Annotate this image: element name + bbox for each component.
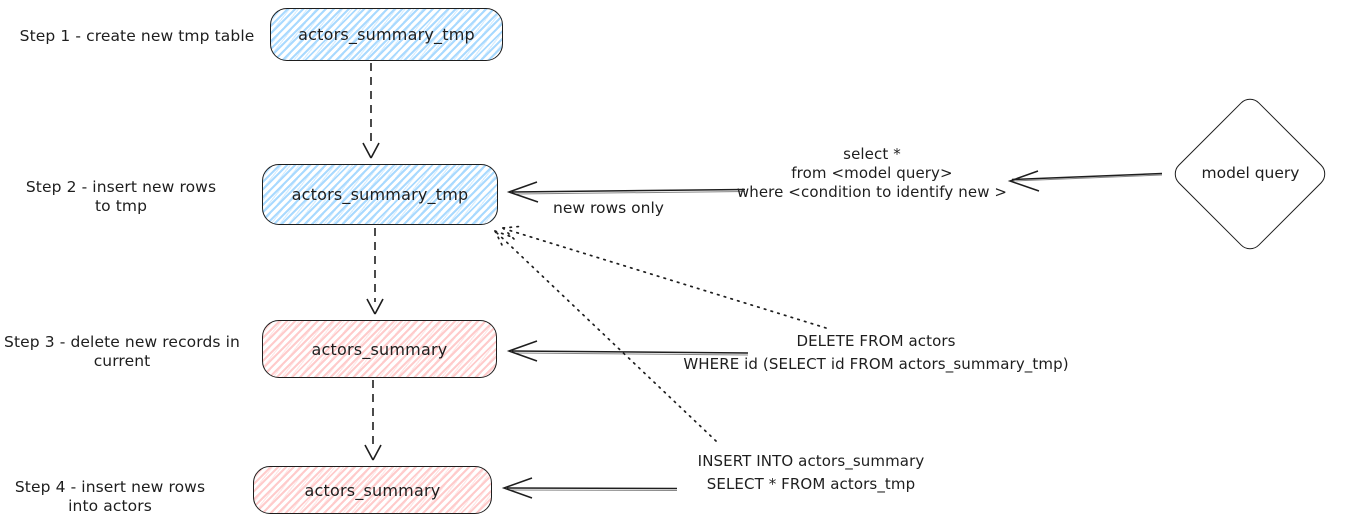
dashed-arrow-step3-to-step4 — [364, 380, 382, 461]
insert-sql-line2: SELECT * FROM actors_tmp — [706, 475, 916, 493]
model-query-diamond-label: model query — [1201, 164, 1300, 182]
model-query-sql-line2: from <model query> — [791, 164, 953, 182]
delete-sql-line2: WHERE id (SELECT id FROM actors_summary_… — [683, 355, 1069, 373]
step4-label-line1: Step 4 - insert new rows — [14, 478, 206, 496]
delete-sql-text: DELETE FROM actors WHERE id (SELECT id F… — [676, 330, 1076, 376]
step1-label: Step 1 - create new tmp table — [8, 27, 266, 46]
model-query-sql-line1: select * — [843, 145, 901, 163]
node-label: actors_summary_tmp — [298, 25, 475, 44]
model-query-sql-line3: where <condition to identify new > — [736, 183, 1008, 201]
step4-label: Step 4 - insert new rows into actors — [10, 478, 210, 516]
insert-sql-line1: INSERT INTO actors_summary — [697, 452, 925, 470]
node-label: actors_summary_tmp — [291, 185, 469, 204]
dotted-arrow-delete-sql-to-tmp — [502, 225, 827, 329]
dashed-arrow-step2-to-step3 — [366, 228, 384, 315]
step2-label: Step 2 - insert new rows to tmp — [15, 178, 227, 216]
step1-label-line1: Step 1 - create new tmp table — [19, 27, 255, 45]
new-rows-only-label: new rows only — [553, 199, 664, 217]
step4-label-line2: into actors — [68, 497, 152, 515]
step3-label-line2: current — [93, 352, 151, 370]
delete-sql-line1: DELETE FROM actors — [796, 332, 956, 350]
arrow-insert-sql-to-step4 — [501, 477, 678, 499]
node-actors-summary-step4[interactable]: actors_summary — [253, 466, 492, 514]
node-actors-summary-step3[interactable]: actors_summary — [262, 320, 497, 378]
arrow-model-query-to-sql — [1007, 170, 1163, 192]
node-actors-summary-tmp-step2[interactable]: actors_summary_tmp — [262, 164, 498, 225]
step2-label-line1: Step 2 - insert new rows — [25, 178, 217, 196]
dashed-arrow-step1-to-step2 — [362, 63, 380, 159]
node-label: actors_summary — [304, 480, 441, 500]
insert-sql-text: INSERT INTO actors_summary SELECT * FROM… — [661, 450, 961, 496]
step3-label-line1: Step 3 - delete new records in — [4, 333, 240, 351]
step3-label: Step 3 - delete new records in current — [2, 333, 242, 371]
model-query-sql-text: select * from <model query> where <condi… — [722, 145, 1022, 202]
step2-label-line2: to tmp — [94, 197, 148, 215]
node-actors-summary-tmp-step1[interactable]: actors_summary_tmp — [270, 8, 503, 61]
node-label: actors_summary — [311, 339, 448, 359]
